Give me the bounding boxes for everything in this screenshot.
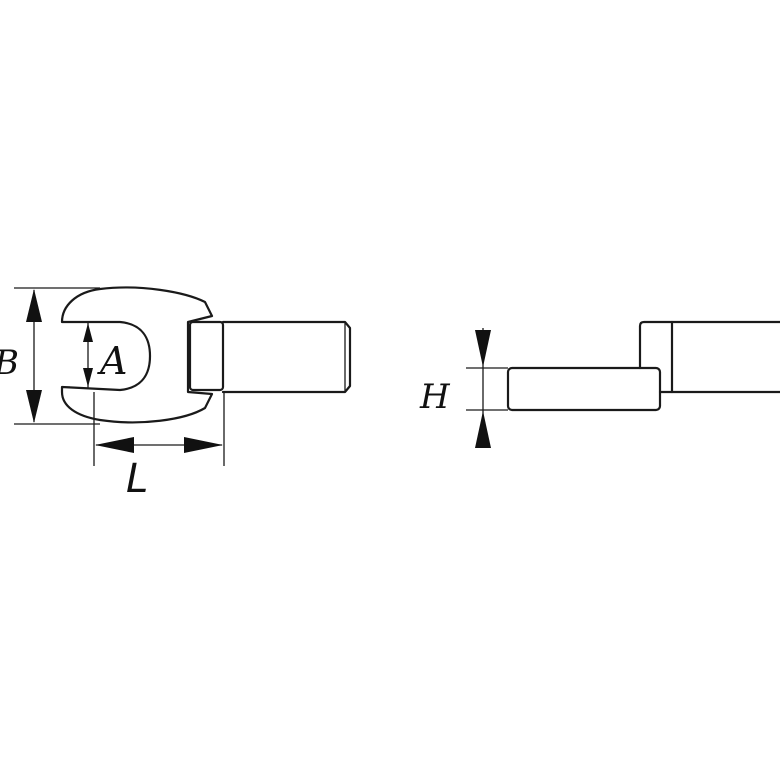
head-side-outline (506, 366, 662, 412)
side-view (506, 320, 780, 412)
arrow-l-left (95, 437, 134, 453)
arrow-a-bottom (83, 368, 93, 387)
arrow-h-top (475, 330, 491, 367)
front-view (60, 286, 352, 424)
arrow-b-bottom (26, 390, 42, 423)
arrow-b-top (26, 289, 42, 322)
dimension-h: H (419, 328, 508, 448)
dimension-b: B (0, 287, 100, 425)
dimension-a: A (83, 322, 127, 388)
shank-tube-side (670, 320, 780, 394)
arrow-h-bottom (475, 411, 491, 448)
shank-block-side (638, 320, 674, 394)
label-l: L (126, 456, 148, 502)
shank-block (188, 320, 225, 392)
arrow-a-top (83, 323, 93, 342)
dimension-l: L (93, 392, 225, 502)
jaw-opening-edge (62, 321, 70, 388)
label-a: A (97, 339, 127, 383)
label-h: H (419, 377, 451, 417)
arrow-l-right (184, 437, 223, 453)
label-b: B (0, 343, 19, 383)
jaw-outline (60, 286, 214, 424)
shank-tube (221, 320, 352, 394)
